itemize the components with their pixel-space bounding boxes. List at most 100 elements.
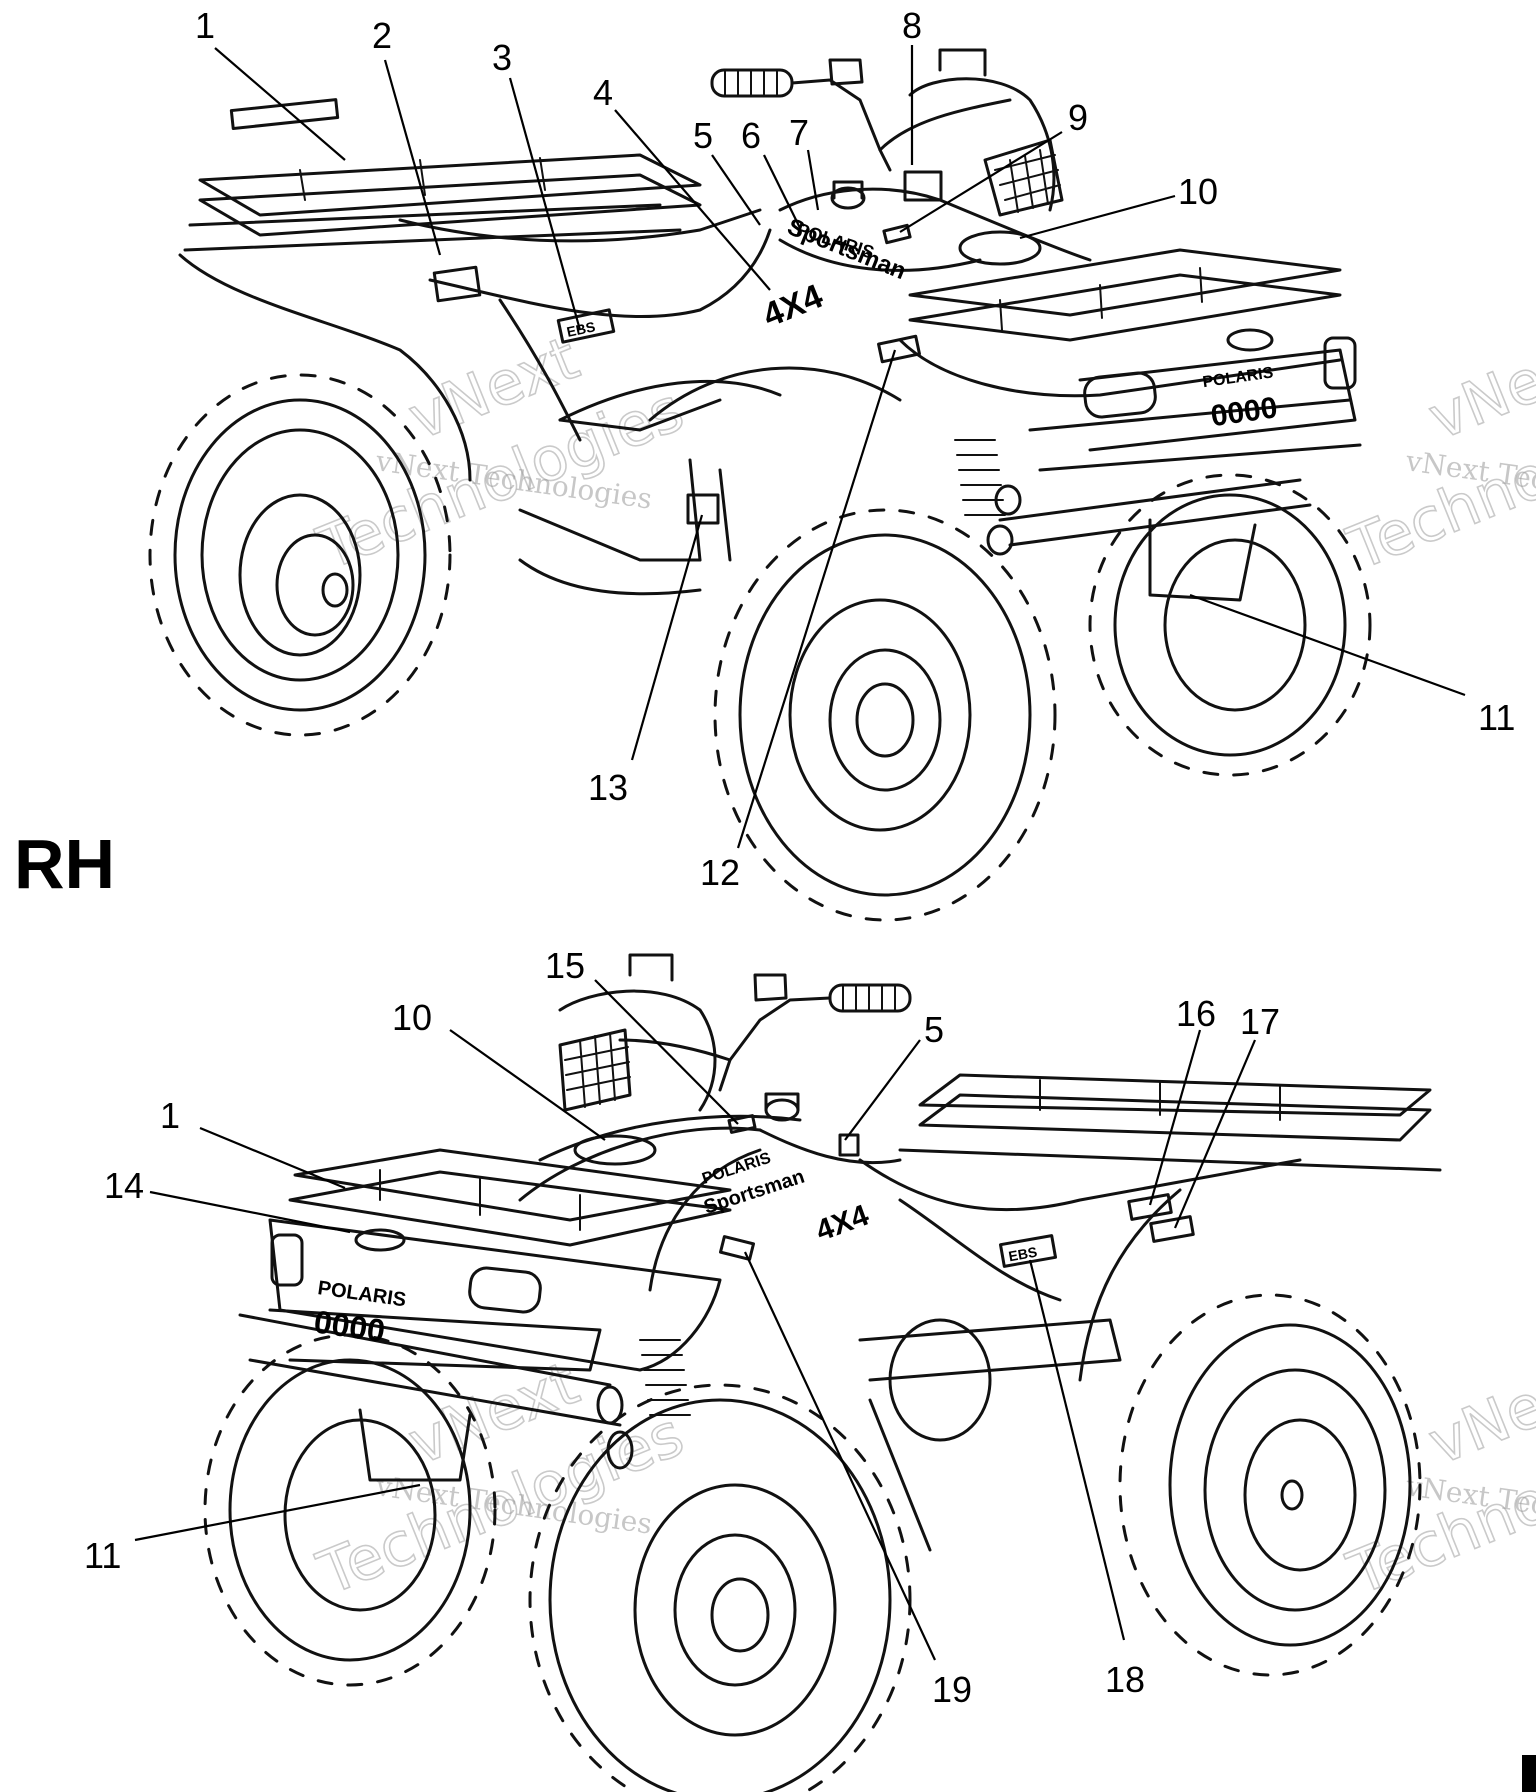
top-callouts: 1 2 3 4 5 6 7 8 9 10 11 12 13 — [195, 5, 1515, 893]
callout-7: 7 — [789, 112, 809, 153]
leader-10b — [449, 1029, 606, 1141]
callout-17: 17 — [1240, 1001, 1280, 1042]
decal-front-plate-bottom: 0000 — [312, 1303, 388, 1349]
decal-ebs-bottom-text: EBS — [1007, 1244, 1038, 1265]
leader-10 — [1019, 194, 1176, 240]
leader-11 — [1189, 593, 1466, 697]
decal-special-edition — [958, 230, 1042, 266]
leader-11b — [134, 1483, 421, 1542]
front-rack-bottom — [288, 1148, 732, 1247]
front-fascia-bottom — [238, 1218, 722, 1470]
decal-console — [903, 170, 943, 202]
decal-tank — [882, 223, 912, 245]
body-bottom — [648, 1128, 1302, 1552]
rear-wheel — [148, 373, 452, 737]
atv-right-side-view: EBS 4X4 POLARIS Sportsman POLARIS 0000 — [148, 48, 1372, 922]
callout-9: 9 — [1068, 97, 1088, 138]
decal-rear-fender-2 — [1149, 1215, 1195, 1243]
callout-1-bottom: 1 — [160, 1095, 180, 1136]
front-rack — [908, 248, 1342, 342]
rear-wheel-bottom — [1118, 1293, 1422, 1677]
decal-ebs: EBS — [556, 308, 616, 344]
front-fascia — [898, 328, 1362, 556]
bottom-callouts: 15 10 5 1 14 16 17 11 19 18 — [84, 945, 1280, 1710]
watermark-top-right: vNext Technologies vNext Technologies — [1338, 323, 1536, 586]
leader-6 — [763, 154, 801, 229]
headlight-pod-bottom — [558, 953, 717, 1112]
leader-15 — [594, 979, 739, 1125]
front-wheel-left — [1088, 473, 1372, 777]
callout-5-bottom: 5 — [924, 1009, 944, 1050]
callout-11: 11 — [1478, 697, 1515, 738]
leader-16 — [1148, 1029, 1202, 1206]
handlebar-bottom — [618, 973, 912, 1092]
leader-4 — [614, 109, 771, 291]
callout-6: 6 — [741, 115, 761, 156]
headlight-pod — [908, 48, 1064, 217]
page-edge-mark — [1522, 1755, 1536, 1792]
leader-14 — [149, 1190, 351, 1234]
front-skid-frame-bottom — [358, 1408, 472, 1482]
leader-3 — [508, 77, 582, 331]
watermark-vnext-outline: vNext — [1419, 323, 1536, 454]
leader-5 — [711, 154, 761, 226]
leader-12 — [736, 349, 897, 849]
callout-14: 14 — [104, 1165, 144, 1206]
callout-3: 3 — [492, 37, 512, 78]
callout-11-bottom: 11 — [84, 1535, 121, 1576]
leader-1b — [199, 1126, 346, 1190]
callout-2: 2 — [372, 15, 392, 56]
decal-sportsman: Sportsman — [784, 213, 910, 285]
callout-13: 13 — [588, 767, 628, 808]
leader-7 — [806, 149, 820, 211]
callout-15: 15 — [545, 945, 585, 986]
front-skid-frame — [1148, 518, 1257, 602]
watermark-vnext-outline: vNext — [1419, 1348, 1536, 1479]
decal-front-plate: 0000 — [1209, 391, 1280, 433]
callout-12: 12 — [700, 852, 740, 893]
leader-13 — [630, 514, 704, 761]
watermark-bottom-center: vNext Technologies vNext Technologies — [308, 1348, 694, 1611]
decal-ebs-bottom: EBS — [998, 1234, 1058, 1268]
decal-rear-fender-1 — [1127, 1193, 1173, 1221]
decal-side-panel — [686, 493, 720, 525]
decal-ebs-text: EBS — [565, 318, 596, 340]
decal-front-polaris: POLARIS — [1202, 364, 1275, 391]
leader-2 — [383, 59, 442, 256]
view-label-rh: RH — [14, 825, 115, 903]
leader-1 — [214, 47, 346, 161]
decal-tank-bottom — [727, 1114, 757, 1134]
callout-10: 10 — [1178, 171, 1218, 212]
decal-4x4-bottom: 4X4 — [812, 1199, 874, 1248]
decal-lower-fender — [719, 1235, 755, 1261]
leader-5b — [844, 1039, 921, 1141]
decal-4x4: 4X4 — [758, 277, 828, 335]
atv-left-side-view: POLARIS Sportsman 4X4 EBS POLARIS 0000 — [203, 953, 1442, 1792]
callout-1: 1 — [195, 5, 215, 46]
decal-special-edition-bottom — [573, 1134, 657, 1166]
leader-9 — [899, 131, 1063, 233]
leader-19 — [744, 1251, 936, 1661]
front-wheel-right — [713, 508, 1057, 922]
decal-front-fender — [877, 334, 921, 364]
handlebar — [710, 58, 1012, 172]
rear-rack-bottom — [898, 1073, 1442, 1172]
callout-8: 8 — [902, 5, 922, 46]
watermark-bottom-right: vNext Technologies vNext Technologies — [1338, 1348, 1536, 1611]
fuel-tank-bottom — [518, 1092, 802, 1202]
front-shock — [954, 439, 1006, 516]
front-wheel-left-bottom — [528, 1383, 912, 1792]
callout-19: 19 — [932, 1669, 972, 1710]
callout-18: 18 — [1105, 1659, 1145, 1700]
callout-5: 5 — [693, 115, 713, 156]
watermark-top-center: vNext Technologies vNext Technologies — [308, 323, 694, 586]
leader-18 — [1028, 1259, 1126, 1641]
leader-17 — [1173, 1039, 1257, 1229]
front-shock-bottom — [639, 1339, 691, 1416]
decal-rear-rack-warning — [229, 98, 340, 130]
body — [178, 208, 902, 596]
decal-front-fender-bottom — [838, 1133, 860, 1157]
callout-4: 4 — [593, 72, 613, 113]
rear-rack — [183, 153, 702, 252]
